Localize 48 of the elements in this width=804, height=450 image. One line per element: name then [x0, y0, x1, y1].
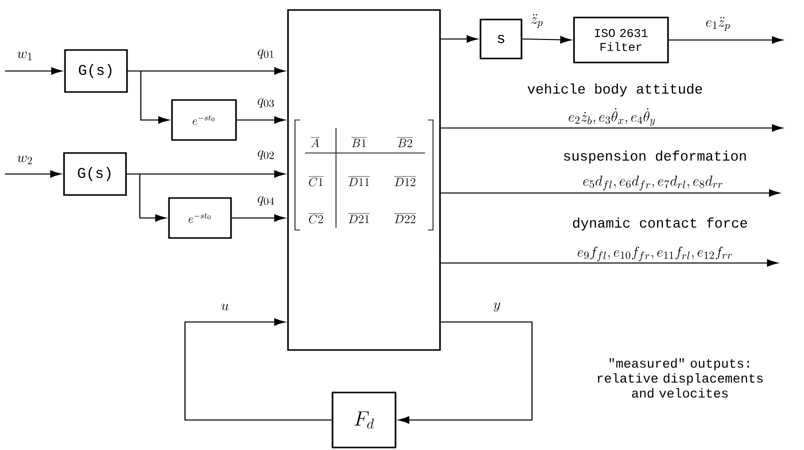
arrow — [128, 70, 170, 124]
edge-label: $e_1\ddot{z}_p$ — [706, 17, 730, 31]
matrix-entry: $\overline{B1}$ — [351, 138, 367, 148]
transfer-function-box: G(s) — [64, 49, 128, 93]
arrow — [398, 321, 533, 424]
edge-label: $u$ — [221, 304, 229, 310]
edge-label: $\ddot{z}_p$ — [531, 14, 543, 28]
output-formula: $e_9 f_{fl}, e_{10} f_{fr}, e_{11} f_{rl}, e_{12} f_{rr}$ — [578, 246, 732, 262]
matrix-entry: $\overline{D21}$ — [348, 214, 370, 224]
arrow — [236, 116, 286, 124]
matrix-entry: $\overline{D11}$ — [348, 176, 370, 186]
delay-box: $e^{-st_0}$ — [168, 197, 232, 239]
arrow — [522, 36, 572, 44]
arrow — [184, 318, 332, 421]
edge-label: $q_{02}$ — [258, 150, 274, 160]
matrix-entry: $\overline{A}$ — [310, 138, 320, 148]
arrow — [5, 170, 62, 178]
edge-label: suspension deformation — [564, 150, 746, 164]
edge-label: $q_{01}$ — [258, 49, 274, 58]
derivative-box: s — [480, 18, 522, 60]
output-formula: $e_2\dot{z}_b, e_3\dot{\theta}_x, e_4\dot{\theta}_y$ — [568, 108, 655, 126]
plant-box — [287, 9, 441, 351]
edge-label: $y$ — [494, 302, 500, 312]
edge-label: $w_1$ — [17, 52, 32, 60]
arrow — [232, 214, 286, 222]
matrix-entry: $\overline{C2}$ — [308, 214, 324, 224]
controller-box: $F_d$ — [332, 392, 396, 448]
arrow — [126, 173, 166, 222]
edge-label: dynamic contact force — [573, 218, 747, 230]
edge-label: vehicle body attitude — [528, 84, 702, 96]
edge-label: $q_{03}$ — [258, 98, 274, 108]
matrix-entry: $\overline{D22}$ — [394, 214, 416, 224]
filter-box: ISO 2631 Filter — [573, 16, 669, 64]
output-formula: $e_5 d_{fl}, e_6 d_{fr}, e_7 d_{rl}, e_8 d_{rr}$ — [583, 176, 722, 190]
matrix-entry: $\overline{D12}$ — [394, 176, 416, 186]
arrow — [440, 259, 778, 267]
arrow — [440, 35, 478, 43]
arrow — [440, 189, 780, 197]
delay-box: $e^{-st_0}$ — [171, 99, 237, 141]
matrix-entry: $\overline{C1}$ — [308, 176, 324, 186]
note: "measured" outputs: relative displacements and velocites — [598, 358, 763, 398]
arrow — [668, 36, 783, 44]
edge-label: $q_{04}$ — [258, 196, 274, 206]
edge-label: $w_2$ — [17, 156, 32, 164]
matrix-entry: $\overline{B2}$ — [397, 138, 413, 148]
arrow — [5, 67, 62, 75]
transfer-function-box: G(s) — [63, 152, 127, 196]
arrow — [440, 124, 783, 132]
